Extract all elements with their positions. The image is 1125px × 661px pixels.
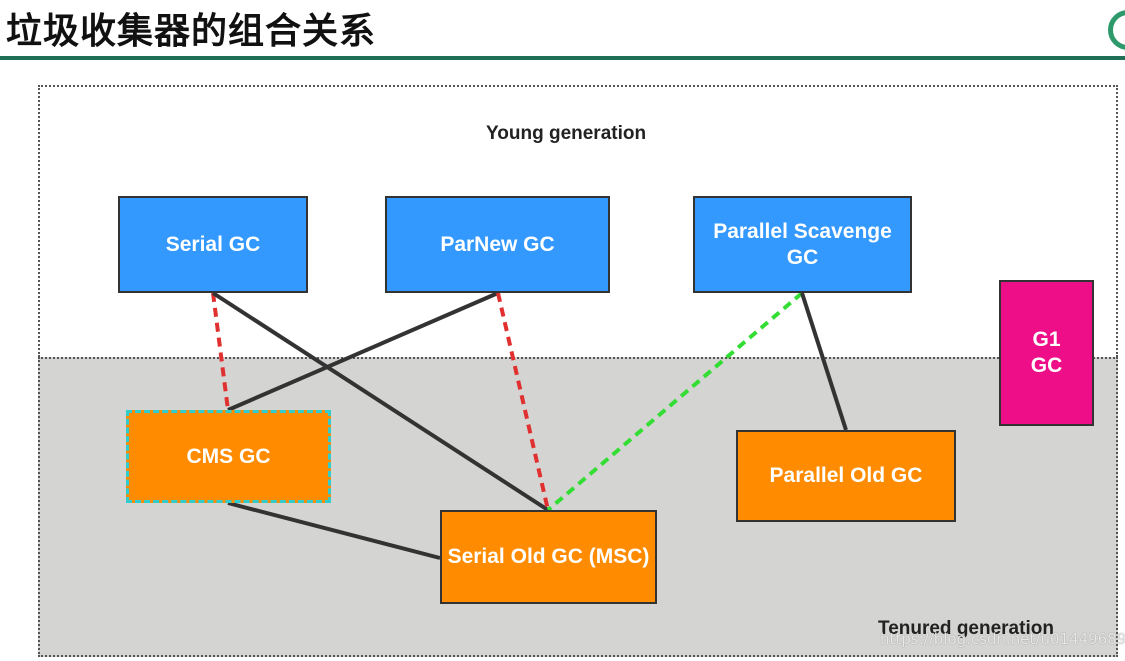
link-cms-serialold <box>227 501 441 560</box>
link-parnew-serialold <box>496 292 550 511</box>
young-generation-label: Young generation <box>486 123 647 144</box>
title-divider <box>0 56 1125 60</box>
parallel-scavenge-gc-box: Parallel Scavenge GC <box>693 196 912 293</box>
parnew-gc-box: ParNew GC <box>385 196 610 293</box>
cms-gc-box: CMS GC <box>126 410 331 503</box>
link-serial-cms <box>211 292 230 411</box>
link-parnew-cms <box>227 291 499 412</box>
link-parallelscavenge-parallelold <box>800 292 848 431</box>
serial-gc-box: Serial GC <box>118 196 308 293</box>
link-serial-serialold <box>211 291 550 512</box>
link-parallelscavenge-serialold <box>546 291 804 512</box>
watermark: https://blog.csdn.net/u014496893 <box>880 630 1125 648</box>
serial-old-gc-box: Serial Old GC (MSC) <box>440 510 657 604</box>
page-title: 垃圾收集器的组合关系 <box>6 11 377 52</box>
parallel-old-gc-box: Parallel Old GC <box>736 430 956 522</box>
tenured-generation-label: Tenured generation <box>878 618 1054 639</box>
g1-gc-box: G1 GC <box>999 280 1094 426</box>
